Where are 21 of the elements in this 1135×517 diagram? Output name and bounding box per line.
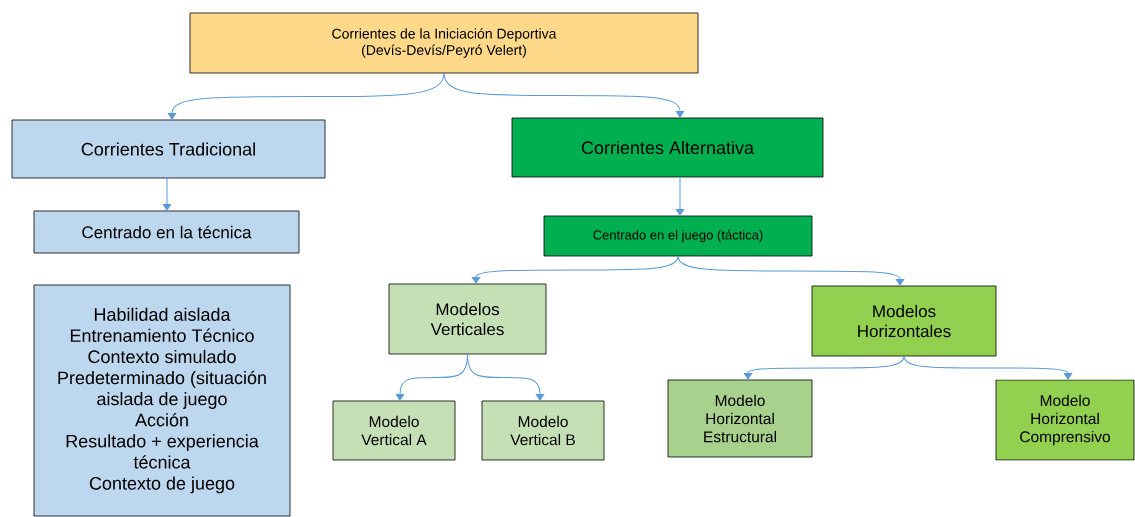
arrow xyxy=(467,353,545,401)
concept-box: Modelo Horizontal Estructural xyxy=(667,379,813,458)
arrow xyxy=(677,255,905,286)
concept-box: Modelos Horizontales xyxy=(811,285,997,357)
list-box: Habilidad aislada Entrenamiento Técnico Contexto simulado Predeterminado (situación aislada de juego Acción Resultado + experiencia técnica Contexto de juego xyxy=(33,284,291,517)
arrow xyxy=(471,255,679,284)
concept-box: Modelo Horizontal Comprensivo xyxy=(995,379,1135,461)
concept-box: Modelo Vertical B xyxy=(481,400,605,461)
concept-box: Corrientes de la Iniciación Deportiva (Devís-Devís/Peyró Velert) xyxy=(189,12,699,74)
concept-box: Modelo Vertical A xyxy=(332,400,456,461)
arrow xyxy=(675,176,685,216)
concept-box: Centrado en el juego (táctica) xyxy=(543,215,813,257)
concept-box: Centrado en la técnica xyxy=(33,210,300,254)
arrow xyxy=(743,355,905,380)
concept-box: Corrientes Alternativa xyxy=(511,117,824,178)
arrow xyxy=(903,355,1073,380)
concept-box: Corrientes Tradicional xyxy=(11,119,326,179)
arrow xyxy=(167,72,445,120)
concept-box: Modelos Verticales xyxy=(388,283,547,355)
arrow xyxy=(443,72,685,118)
arrow xyxy=(162,177,172,211)
